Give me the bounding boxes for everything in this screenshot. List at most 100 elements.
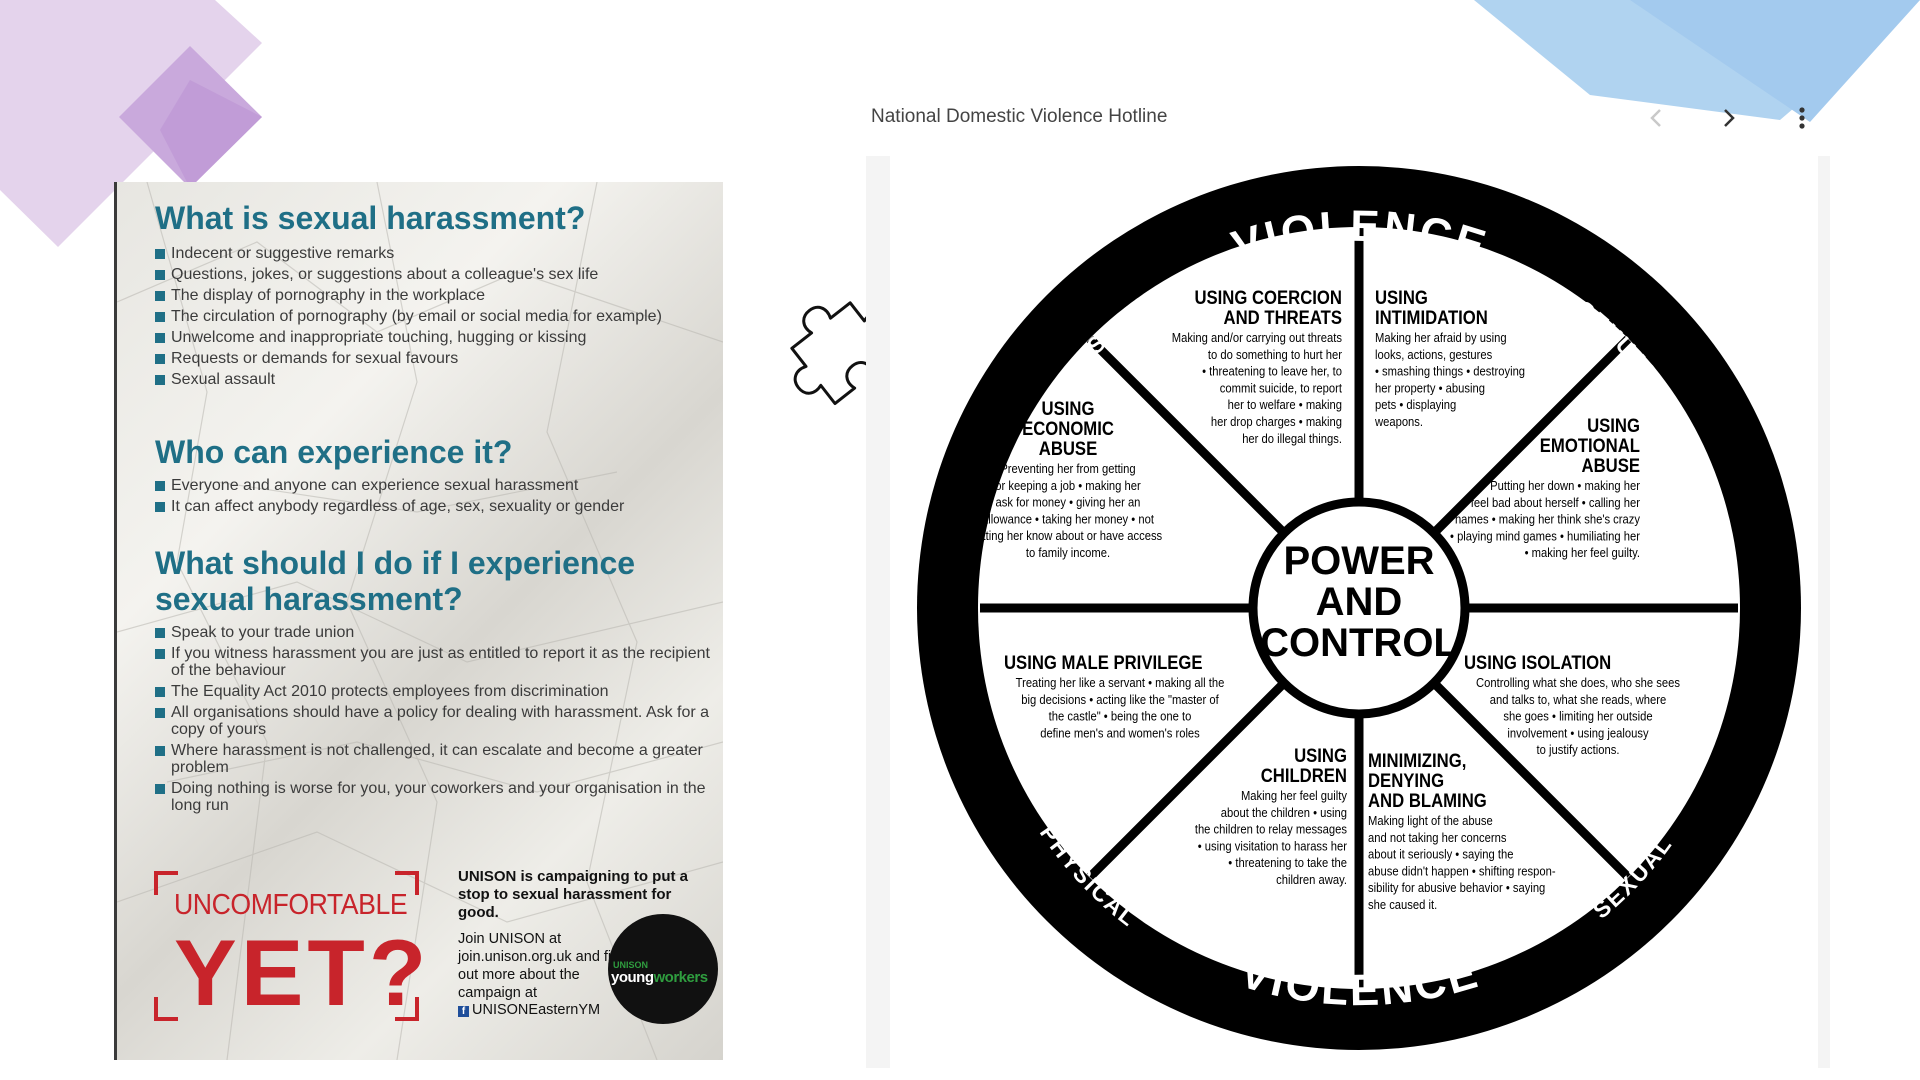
segment-body-coercion: her do illegal things. — [1242, 431, 1342, 446]
bracket-corner — [395, 997, 419, 1021]
segment-body-minimizing: abuse didn't happen • shifting respon- — [1368, 864, 1556, 879]
heading-line: What should I do if I experience — [155, 545, 636, 581]
facebook-icon: f — [458, 1006, 469, 1017]
join-text: Join UNISON at join.unison.org.uk and fi… — [458, 931, 628, 1001]
center-line: AND — [1316, 580, 1403, 624]
list-item: If you witness harassment you are just a… — [155, 645, 715, 679]
segment-title-intimidation: USING — [1375, 287, 1428, 308]
segment-body-emotional: • making her feel guilty. — [1525, 545, 1640, 560]
chevron-right-icon[interactable] — [1712, 104, 1744, 132]
list-item: Questions, jokes, or suggestions about a… — [155, 266, 715, 283]
logo-org: UNISON — [613, 960, 649, 970]
segment-title-economic: ABUSE — [1039, 438, 1098, 459]
power-control-wheel: POWER AND CONTROL VIOLENCE PHYSICAL SEXU… — [917, 166, 1801, 1050]
segment-body-children: children away. — [1276, 872, 1347, 887]
segment-body-children: • threatening to take the — [1228, 855, 1347, 870]
center-line: POWER — [1283, 539, 1434, 583]
poster-list-who: Everyone and anyone can experience sexua… — [155, 477, 715, 519]
list-item: Doing nothing is worse for you, your cow… — [155, 780, 715, 814]
more-vert-icon[interactable] — [1786, 104, 1818, 132]
segment-body-privilege: the castle" • being the one to — [1049, 709, 1192, 724]
yet-text: YET? — [174, 920, 431, 1025]
segment-body-coercion: commit suicide, to report — [1220, 381, 1343, 396]
segment-body-emotional: Putting her down • making her — [1490, 478, 1640, 493]
chevron-left-icon[interactable] — [1641, 104, 1673, 132]
segment-body-intimidation: pets • displaying — [1375, 397, 1456, 412]
list-item: The Equality Act 2010 protects employees… — [155, 683, 715, 700]
decorative-blue-triangle — [1474, 0, 1920, 122]
list-item: Sexual assault — [155, 371, 715, 388]
segment-body-privilege: Treating her like a servant • making all… — [1016, 675, 1225, 690]
list-item: All organisations should have a policy f… — [155, 704, 715, 738]
segment-body-isolation: Controlling what she does, who she sees — [1476, 675, 1680, 690]
segment-body-children: the children to relay messages — [1195, 822, 1347, 837]
segment-title-isolation: USING ISOLATION — [1464, 652, 1611, 673]
segment-title-emotional: EMOTIONAL — [1540, 435, 1640, 456]
segment-body-intimidation: looks, actions, gestures — [1375, 347, 1492, 362]
segment-body-isolation: to justify actions. — [1537, 742, 1620, 757]
segment-body-minimizing: about it seriously • saying the — [1368, 847, 1514, 862]
segment-body-economic: or keeping a job • making her — [995, 478, 1141, 493]
segment-body-minimizing: sibility for abusive behavior • saying — [1368, 880, 1545, 895]
segment-body-economic: allowance • taking her money • not — [982, 512, 1154, 527]
segment-title-minimizing: MINIMIZING, — [1368, 750, 1466, 771]
segment-body-coercion: Making and/or carrying out threats — [1172, 330, 1342, 345]
uncomfortable-text: UNCOMFORTABLE — [174, 889, 408, 921]
heading-line: sexual harassment? — [155, 581, 463, 617]
segment-title-intimidation: INTIMIDATION — [1375, 307, 1488, 328]
young-workers-logo: UNISON youngworkers — [608, 914, 718, 1024]
segment-body-coercion: • threatening to leave her, to — [1202, 364, 1342, 379]
list-item: Unwelcome and inappropriate touching, hu… — [155, 329, 715, 346]
segment-body-isolation: she goes • limiting her outside — [1503, 709, 1652, 724]
segment-title-emotional: ABUSE — [1582, 455, 1641, 476]
list-item: Requests or demands for sexual favours — [155, 350, 715, 367]
crumpled-paper-texture — [117, 182, 723, 1060]
segment-body-privilege: define men's and women's roles — [1040, 726, 1200, 741]
bracket-corner — [154, 997, 178, 1021]
viewer-title: National Domestic Violence Hotline — [871, 106, 1168, 127]
list-item: The display of pornography in the workpl… — [155, 287, 715, 304]
segment-title-children: CHILDREN — [1261, 765, 1347, 786]
segment-body-children: Making her feel guilty — [1241, 788, 1348, 803]
segment-title-minimizing: DENYING — [1368, 770, 1444, 791]
segment-body-isolation: involvement • using jealousy — [1507, 726, 1649, 741]
segment-body-coercion: her to welfare • making — [1228, 397, 1342, 412]
list-item: Where harassment is not challenged, it c… — [155, 742, 715, 776]
social-handle-text: UNISONEasternYM — [472, 1002, 601, 1018]
segment-title-privilege: USING MALE PRIVILEGE — [1004, 652, 1203, 673]
segment-body-emotional: • playing mind games • humiliating her — [1450, 529, 1640, 544]
segment-body-isolation: and talks to, what she reads, where — [1490, 692, 1667, 707]
segment-body-economic: letting her know about or have access — [974, 528, 1162, 543]
poster-heading-who: Who can experience it? — [155, 434, 513, 470]
logo-text-b: workers — [653, 969, 709, 986]
segment-body-privilege: big decisions • acting like the "master … — [1021, 692, 1219, 707]
decorative-purple-diamonds — [0, 0, 262, 247]
poster-heading-what-do: What should I do if I experience sexual … — [155, 545, 635, 617]
segment-body-emotional: feel bad about herself • calling her — [1471, 495, 1640, 510]
segment-body-minimizing: she caused it. — [1368, 897, 1437, 912]
segment-title-economic: ECONOMIC — [1022, 418, 1114, 439]
poster-list-what-do: Speak to your trade union If you witness… — [155, 624, 715, 818]
logo-text: youngworkers — [611, 969, 708, 986]
segment-body-children: about the children • using — [1221, 805, 1347, 820]
bracket-corner — [154, 871, 178, 895]
bracket-corner — [395, 871, 419, 895]
segment-body-economic: to family income. — [1026, 545, 1110, 560]
segment-title-emotional: USING — [1587, 415, 1640, 436]
segment-body-coercion: to do something to hurt her — [1208, 347, 1342, 362]
segment-body-intimidation: • smashing things • destroying — [1375, 364, 1525, 379]
segment-body-intimidation: her property • abusing — [1375, 381, 1485, 396]
poster-heading-what: What is sexual harassment? — [155, 200, 586, 236]
campaign-text: UNISON is campaigning to put a stop to s… — [458, 868, 689, 921]
list-item: Speak to your trade union — [155, 624, 715, 641]
segment-body-intimidation: weapons. — [1374, 414, 1423, 429]
segment-body-emotional: names • making her think she's crazy — [1455, 512, 1641, 527]
list-item: Everyone and anyone can experience sexua… — [155, 477, 715, 494]
segment-body-economic: ask for money • giving her an — [996, 495, 1141, 510]
segment-title-minimizing: AND BLAMING — [1368, 790, 1487, 811]
poster-list-what: Indecent or suggestive remarks Questions… — [155, 245, 715, 392]
harassment-poster: What is sexual harassment? Indecent or s… — [117, 182, 723, 1060]
segment-title-coercion: USING COERCION — [1194, 287, 1342, 308]
segment-body-economic: Preventing her from getting — [1000, 461, 1136, 476]
